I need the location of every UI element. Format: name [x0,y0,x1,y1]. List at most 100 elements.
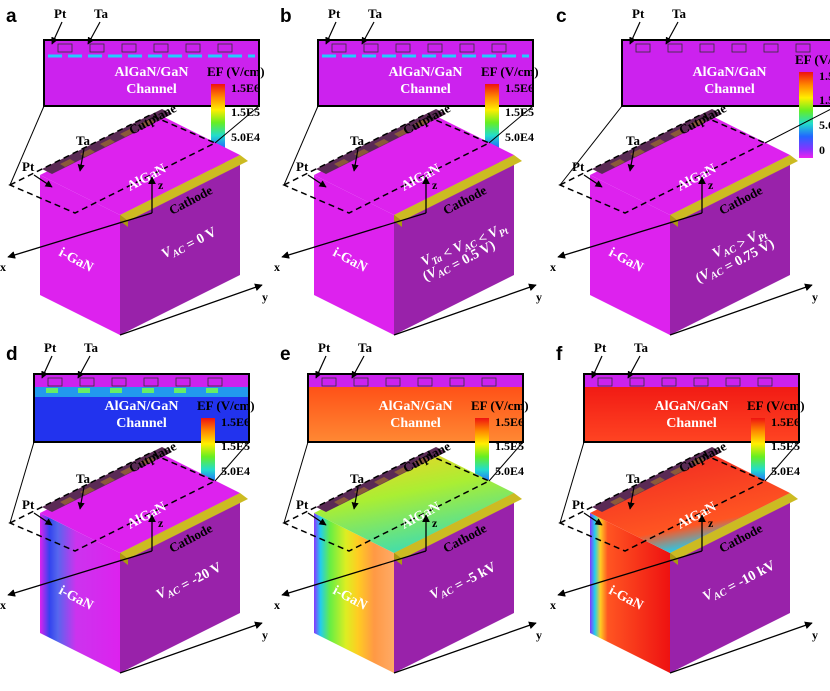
arrow-pt [51,21,63,45]
legend-tick: 1.5E6 [495,415,524,429]
axis-x-label: x [274,598,280,612]
inset-electrode [111,377,127,387]
label-ta: Ta [358,340,372,355]
zoom-line-left [9,441,35,524]
cube-label-pt: Pt [296,159,309,174]
inset-label-line1: AlGaN/GaN [115,65,189,80]
zoom-line-right [488,105,534,144]
cube-label-pt: Pt [296,497,309,512]
inset-label-line2: Channel [704,82,755,97]
inset-label-line1: AlGaN/GaN [389,65,463,80]
cube-front-face [590,513,670,673]
electrode-pad [120,129,135,137]
arrow-ta [627,355,641,379]
panel-letter: d [6,344,18,365]
inset-electrode [491,43,507,53]
electrode-pad [60,497,75,505]
inset-label-line2: Channel [666,416,717,431]
axis-y-label: y [812,628,818,642]
legend-tick: 1.5E5 [505,105,534,119]
cube-top-face [590,115,790,215]
legend-tick: 1.5E6 [771,415,800,429]
axis-y [393,283,537,336]
zoom-line-right [214,105,260,144]
axis-y-label: y [262,290,268,304]
inset-electrode [321,377,337,387]
axis-x [281,212,427,259]
inset-electrode [385,377,401,387]
inset-electrode [699,43,715,53]
cube-front-face [314,175,394,335]
inset-top-layer [309,375,522,387]
label-pt: Pt [328,6,341,21]
axis-x-label: x [550,260,556,274]
arrow-ta [361,21,375,45]
inset-electrode [417,377,433,387]
electrode-pad [414,119,429,127]
arrow-pt [591,355,603,379]
cube-label-ta: Ta [626,471,640,486]
axis-x-label: x [0,260,6,274]
cube-arrow-ta [351,148,359,172]
cube-label-pt: Pt [572,497,585,512]
inset-electrode [757,377,773,387]
cube-arrow-pt [307,512,327,526]
legend-colorbar [799,72,813,158]
panel-letter: b [280,6,292,27]
zoom-line-left [559,441,585,524]
axis-z-label: z [708,178,714,192]
electrode-pad [630,487,645,495]
electrode-pad [80,487,95,495]
inset-electrode [667,43,683,53]
cube-label-pt: Pt [572,159,585,174]
inset-field-spot [110,388,122,393]
inset-electrode [693,377,709,387]
cube-top-face [314,115,514,215]
cube-label-ta: Ta [76,133,90,148]
zoom-line-right [488,441,524,482]
panel-letter: f [556,344,563,365]
legend-tick: 5.0E4 [771,464,800,478]
cube-arrow-pt [307,174,327,188]
inset-label-line2: Channel [126,82,177,97]
label-pt: Pt [594,340,607,355]
inset-electrode [57,43,73,53]
zoom-line-right [214,441,250,482]
cutplane-outline [558,114,767,214]
label-ta: Ta [368,6,382,21]
panel-letter: e [280,344,291,365]
cutplane-outline [282,452,491,552]
electrode-pad [690,119,705,127]
electrode-pad [354,149,369,157]
inset-field-spot [46,388,58,393]
inset-top-layer [35,375,248,387]
voltage-label: VTa < VAC < VPt [419,213,512,278]
inset-electrode [731,43,747,53]
cube-front-face [40,513,120,673]
cube-arrow-pt [583,174,603,188]
axis-z-label: z [708,516,714,530]
inset-label-line1: AlGaN/GaN [655,399,729,414]
arrow-pt [325,21,337,45]
inset-electrode [175,377,191,387]
legend-title: EF (V/cm) [481,64,539,79]
electrode-pad [610,159,625,167]
electrode-pad [80,149,95,157]
electrode-pad [100,477,115,485]
inset-field-spot [78,388,90,393]
axis-x-label: x [550,598,556,612]
electrode-pad [610,497,625,505]
inset-electrode [459,43,475,53]
inset-field-spot [174,388,186,393]
cube-label-ta: Ta [350,471,364,486]
inset-electrode [185,43,201,53]
inset-electrode [635,43,651,53]
inset-label-line2: Channel [116,416,167,431]
electrode-pad [394,129,409,137]
inset-electrode [363,43,379,53]
inset-label-line1: AlGaN/GaN [379,399,453,414]
